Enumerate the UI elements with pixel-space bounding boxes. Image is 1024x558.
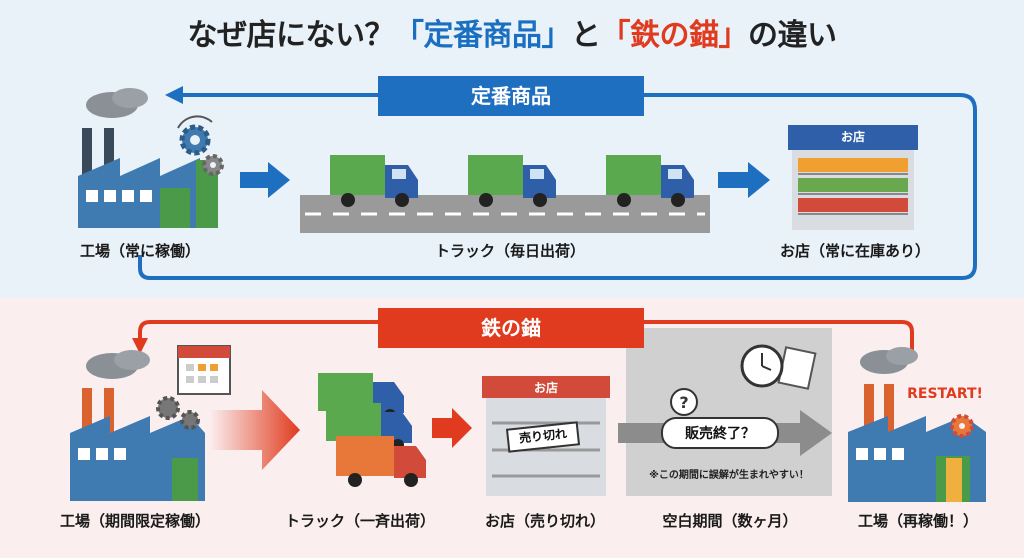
clock-icon bbox=[740, 344, 817, 390]
page-title: なぜ店にない？「定番商品」と「鉄の錨」の違い bbox=[0, 10, 1024, 54]
regular-banner: 定番商品 bbox=[378, 76, 644, 116]
limited-truck-label: トラック（一斉出荷） bbox=[284, 512, 435, 530]
calendar-icon bbox=[177, 345, 231, 395]
restart-arrow-head bbox=[132, 338, 148, 354]
title-part-difference: の違い bbox=[748, 18, 837, 53]
gap-label: 空白期間（数ヶ月） bbox=[662, 512, 798, 530]
gear-icon bbox=[156, 396, 200, 430]
gear-icon bbox=[950, 414, 974, 438]
regular-flow-graphics bbox=[78, 86, 977, 280]
limited-banner: 鉄の錨 bbox=[378, 308, 644, 348]
regular-store-label: お店（常に在庫あり） bbox=[779, 242, 930, 260]
gear-icon bbox=[177, 115, 224, 176]
regular-factory-label: 工場（常に稼働） bbox=[79, 242, 200, 260]
title-part-question: なぜ店にない？ bbox=[187, 18, 395, 53]
cycle-arrow-head bbox=[165, 86, 183, 104]
title-part-regular: 「定番商品」 bbox=[394, 18, 572, 53]
limited-store-label: お店（売り切れ） bbox=[484, 512, 605, 530]
flow-arrow-1 bbox=[240, 162, 290, 198]
cycle-loop-line bbox=[138, 93, 977, 280]
gap-bubble-text: 販売終了？ bbox=[685, 426, 755, 442]
limited-flow-graphics: ? bbox=[70, 320, 986, 502]
flow-arrow-2 bbox=[718, 162, 770, 198]
title-part-and: と bbox=[571, 18, 601, 53]
truck-icon bbox=[336, 436, 426, 487]
store-sign: お店 bbox=[533, 381, 558, 395]
store-icon bbox=[788, 125, 918, 230]
store-sign: お店 bbox=[840, 130, 865, 144]
factory-icon bbox=[70, 350, 205, 501]
store-icon bbox=[482, 376, 610, 496]
restart-factory-label: 工場（再稼働！） bbox=[857, 512, 978, 530]
regular-truck-label: トラック（毎日出荷） bbox=[434, 242, 585, 260]
limited-factory-label: 工場（期間限定稼働） bbox=[59, 512, 210, 530]
factory-icon bbox=[78, 88, 218, 228]
truck-icon bbox=[606, 155, 694, 207]
svg-text:?: ? bbox=[679, 393, 688, 412]
truck-icon bbox=[468, 155, 556, 207]
factory-icon bbox=[848, 347, 986, 502]
gap-bubble-shape bbox=[661, 417, 779, 449]
restart-text: RESTART! bbox=[907, 386, 983, 402]
flow-arrow-2 bbox=[432, 408, 472, 448]
flow-arrow-1 bbox=[210, 390, 300, 470]
truck-icon bbox=[330, 155, 418, 207]
title-part-anchor: 「鉄の錨」 bbox=[600, 18, 749, 53]
question-icon: ? bbox=[670, 388, 698, 416]
gap-note: ※この期間に誤解が生まれやすい！ bbox=[649, 470, 809, 481]
